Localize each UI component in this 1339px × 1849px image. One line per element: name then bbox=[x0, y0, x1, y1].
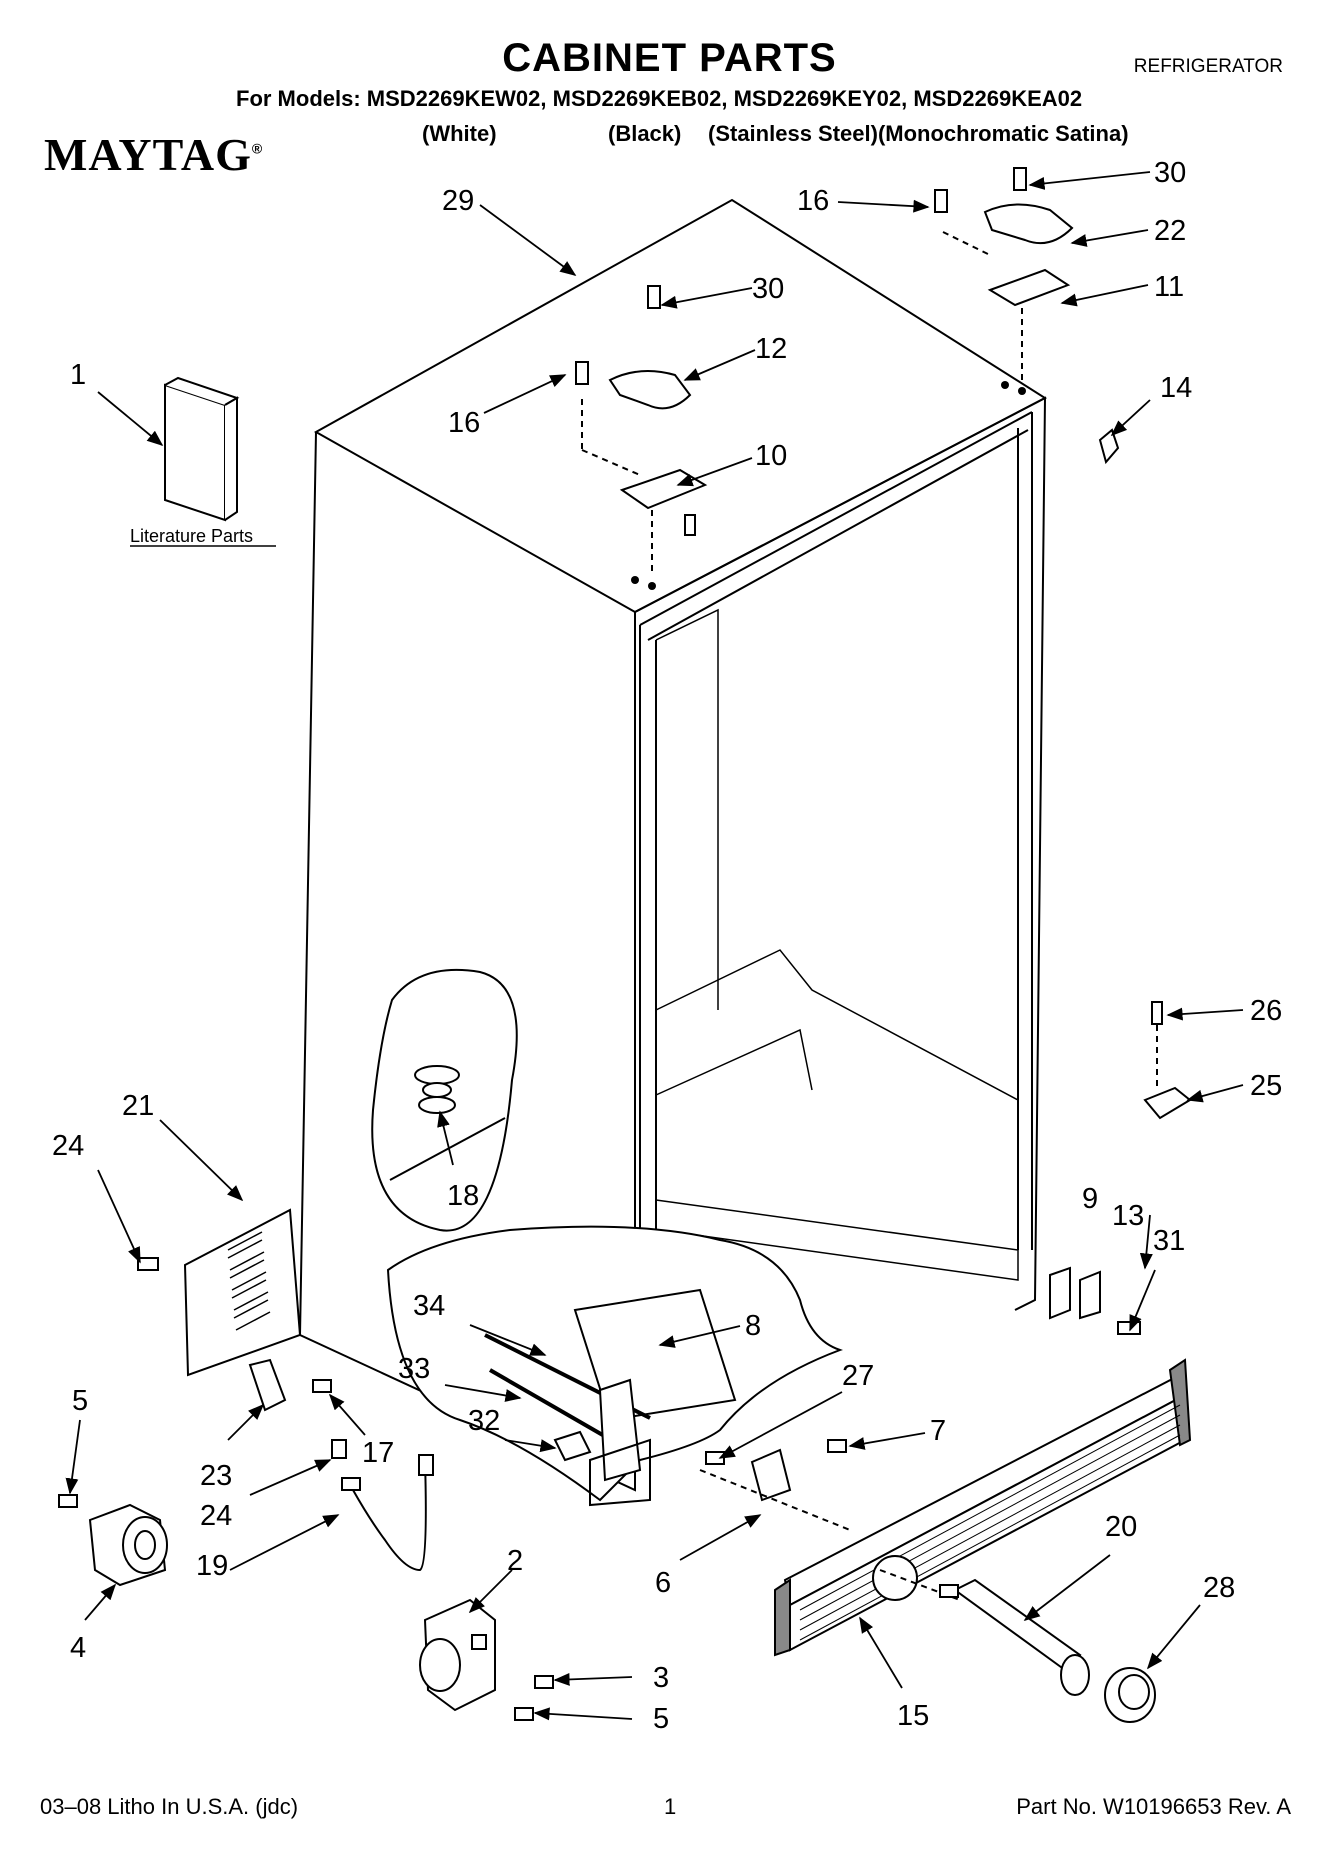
callout-4: 4 bbox=[70, 1632, 86, 1664]
lower-right-hinge bbox=[1049, 1001, 1192, 1335]
callout-12: 12 bbox=[755, 333, 787, 365]
callout-5-lower: 5 bbox=[653, 1703, 669, 1735]
callout-34: 34 bbox=[413, 1290, 445, 1322]
callout-31: 31 bbox=[1153, 1225, 1185, 1257]
upper-hinge-right bbox=[942, 203, 1074, 382]
water-line-19 bbox=[341, 1454, 434, 1572]
toe-grille-15 bbox=[774, 1358, 1192, 1657]
lower-cutaway-area bbox=[386, 1225, 843, 1507]
small-screws-lower bbox=[58, 1257, 847, 1721]
front-roller-4 bbox=[88, 1503, 168, 1587]
callout-5-left: 5 bbox=[72, 1385, 88, 1417]
callout-15: 15 bbox=[897, 1700, 929, 1732]
hinge-screws bbox=[575, 167, 1027, 536]
callout-22: 22 bbox=[1154, 215, 1186, 247]
page-title: CABINET PARTS bbox=[502, 36, 837, 80]
leader-lines bbox=[65, 171, 1244, 1721]
callout-labels: 29 16 30 22 11 30 12 16 1 10 14 26 25 18… bbox=[52, 157, 1282, 1735]
footer-page-number: 1 bbox=[664, 1794, 677, 1819]
callout-28: 28 bbox=[1203, 1572, 1235, 1604]
callout-21: 21 bbox=[122, 1090, 154, 1122]
footer-litho: 03–08 Litho In U.S.A. (jdc) bbox=[40, 1794, 299, 1819]
callout-23: 23 bbox=[200, 1460, 232, 1492]
callout-14: 14 bbox=[1160, 372, 1192, 404]
water-filter-20 bbox=[939, 1578, 1090, 1696]
callout-16-center: 16 bbox=[448, 407, 480, 439]
brand-logo: MAYTAG® bbox=[44, 128, 263, 181]
filter-cap-28 bbox=[1104, 1667, 1156, 1723]
callout-6: 6 bbox=[655, 1567, 671, 1599]
callout-13: 13 bbox=[1112, 1200, 1144, 1232]
callout-24-left: 24 bbox=[52, 1130, 84, 1162]
callout-8: 8 bbox=[745, 1310, 761, 1342]
callout-1: 1 bbox=[70, 359, 86, 391]
callout-33: 33 bbox=[398, 1353, 430, 1385]
registered-mark: ® bbox=[251, 140, 264, 157]
variant-white: (White) bbox=[422, 121, 497, 146]
mount-guide-line bbox=[699, 1469, 851, 1531]
model-list: For Models: MSD2269KEW02, MSD2269KEB02, … bbox=[236, 86, 1083, 111]
callout-29: 29 bbox=[442, 185, 474, 217]
callout-11: 11 bbox=[1154, 271, 1184, 303]
top-mount-holes bbox=[631, 381, 1026, 590]
callout-24-lower: 24 bbox=[200, 1500, 232, 1532]
footer-part-number: Part No. W10196653 Rev. A bbox=[1016, 1794, 1291, 1819]
callout-25: 25 bbox=[1250, 1070, 1282, 1102]
literature-parts-label: Literature Parts bbox=[130, 526, 253, 546]
callout-20: 20 bbox=[1105, 1511, 1137, 1543]
callout-9: 9 bbox=[1082, 1183, 1098, 1215]
variant-black: (Black) bbox=[608, 121, 682, 146]
callout-26: 26 bbox=[1250, 995, 1282, 1027]
cutaway-detail-18 bbox=[371, 968, 518, 1232]
callout-7: 7 bbox=[930, 1415, 946, 1447]
callout-27: 27 bbox=[842, 1360, 874, 1392]
callout-19: 19 bbox=[196, 1550, 228, 1582]
callout-30-top-right: 30 bbox=[1154, 157, 1186, 189]
callout-3: 3 bbox=[653, 1662, 669, 1694]
rear-grille-21 bbox=[183, 1208, 302, 1377]
callout-16-top-right: 16 bbox=[797, 185, 829, 217]
literature-booklet-icon bbox=[164, 376, 240, 522]
callout-30-center: 30 bbox=[752, 273, 784, 305]
leveling-bracket-23 bbox=[248, 1358, 287, 1412]
callout-2: 2 bbox=[507, 1545, 523, 1577]
door-stop-part bbox=[1098, 428, 1120, 465]
variant-stainless: (Stainless Steel)(Monochromatic Satina) bbox=[708, 121, 1129, 146]
callout-17: 17 bbox=[362, 1437, 394, 1469]
rear-roller-2 bbox=[419, 1598, 496, 1712]
cabinet-shell bbox=[298, 198, 1048, 1492]
brand-name: MAYTAG bbox=[44, 129, 252, 180]
callout-10: 10 bbox=[755, 440, 787, 472]
callout-32: 32 bbox=[468, 1405, 500, 1437]
callout-18: 18 bbox=[447, 1180, 479, 1212]
bracket-6 bbox=[750, 1448, 792, 1502]
appliance-type: REFRIGERATOR bbox=[1133, 56, 1283, 77]
